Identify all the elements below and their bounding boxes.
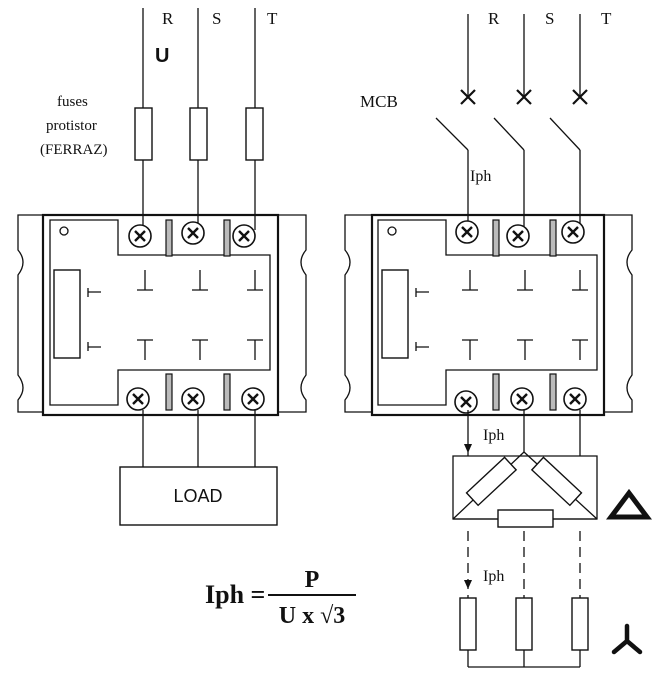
left-phase-t-label: T: [267, 9, 278, 28]
right-diagram: R S T MCB Iph: [344, 9, 652, 668]
right-terminal-1: [455, 220, 479, 244]
left-terminal-5: [232, 224, 256, 248]
left-terminal-6: [241, 387, 265, 411]
fuse-r: [134, 107, 153, 161]
load-label: LOAD: [173, 486, 222, 506]
right-terminal-3: [506, 224, 530, 248]
left-terminal-3: [181, 221, 205, 245]
fuse-label-line-1: fuses: [57, 94, 88, 110]
fuse-label-line-3: (FERRAZ): [40, 142, 108, 158]
left-terminal-4: [181, 387, 205, 411]
right-terminal-5: [561, 220, 585, 244]
mcb-breaker: [435, 89, 588, 151]
formula-denominator: U x √3: [279, 603, 346, 629]
star-symbol-icon: [611, 623, 643, 655]
right-phase-t-label: T: [601, 9, 612, 28]
voltage-symbol-label: U: [155, 45, 169, 67]
right-terminal-4: [510, 387, 534, 411]
iph-label-star: Iph: [483, 568, 504, 585]
right-ssr-module: [344, 213, 633, 417]
fuse-s: [189, 107, 208, 161]
iph-label-top: Iph: [470, 168, 491, 185]
delta-symbol-icon: [606, 488, 652, 520]
right-terminal-2: [454, 390, 478, 414]
load-box: [119, 466, 278, 526]
left-terminal-2: [126, 387, 150, 411]
current-arrow-star: [464, 580, 472, 589]
fuse-t: [245, 107, 264, 161]
right-phase-r-label: R: [488, 9, 500, 28]
right-phase-s-label: S: [545, 9, 554, 28]
left-diagram: R S T U fuses protistor (FERRAZ): [17, 8, 307, 526]
left-phase-r-label: R: [162, 9, 174, 28]
current-formula: Iph = P U x √3: [205, 567, 356, 629]
current-arrow-delta: [464, 444, 472, 453]
formula-lhs: Iph =: [205, 580, 265, 609]
delta-load: [452, 451, 598, 528]
right-terminal-6: [563, 387, 587, 411]
iph-label-delta: Iph: [483, 427, 504, 444]
fuse-label-line-2: protistor: [46, 118, 97, 134]
left-ssr-module: [17, 213, 307, 417]
star-load: [459, 597, 589, 668]
left-terminal-1: [128, 224, 152, 248]
mcb-label: MCB: [360, 92, 398, 111]
formula-numerator: P: [305, 567, 320, 593]
left-phase-s-label: S: [212, 9, 221, 28]
